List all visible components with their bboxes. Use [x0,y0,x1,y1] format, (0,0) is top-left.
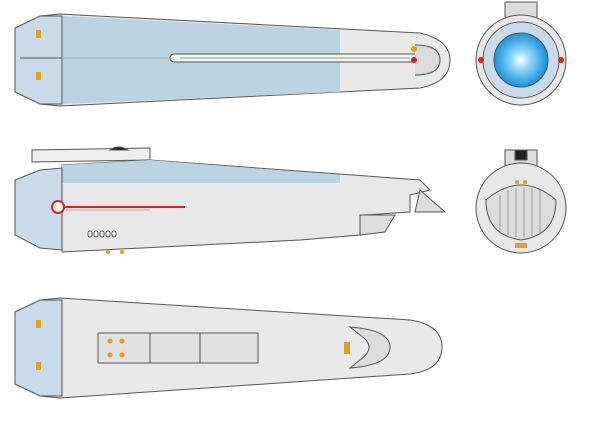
rear-view [475,149,567,254]
engine-light [36,30,41,38]
side-fin [414,189,447,213]
front-view [475,1,567,106]
side-upper-deck [31,147,151,163]
bottom-engine-block [14,299,63,397]
top-engine-block [14,15,63,105]
top-view [14,13,451,107]
top-dish [414,44,441,76]
bottom-view [14,297,443,399]
side-dark-hump [108,146,130,151]
bottom-dish [348,326,391,369]
windows [87,230,117,238]
deflector-dish [493,32,549,88]
side-blue-band [62,160,340,183]
side-engine-block [14,167,63,251]
side-view [14,146,447,254]
engine-light [36,72,41,80]
insignia [51,200,65,214]
bottom-hangar-panel [97,332,259,364]
